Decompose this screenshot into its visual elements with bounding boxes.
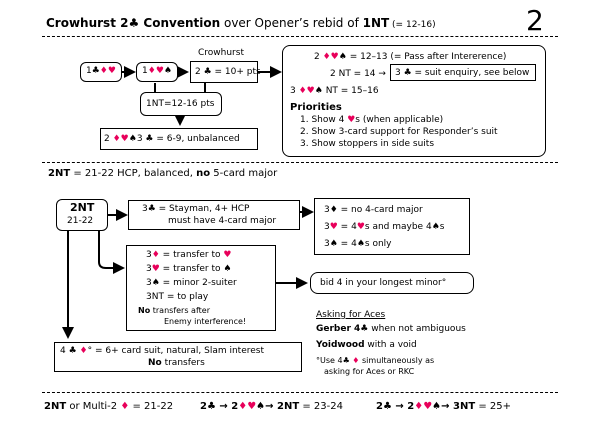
stayman-line-2: must have 4-card major bbox=[168, 216, 277, 226]
bottom-divider bbox=[42, 392, 558, 393]
crowhurst-label: Crowhurst bbox=[198, 48, 244, 58]
page-title: Crowhurst 2♣ Convention over Opener’s re… bbox=[46, 16, 436, 30]
opening-bid-label: 1♣♦♥ bbox=[86, 66, 116, 76]
mid-divider bbox=[42, 162, 558, 163]
twont-opening-title: 2NT bbox=[70, 201, 95, 214]
weak-response-text: 2 ♦♥♠3 ♣ = 6-9, unbalanced bbox=[104, 134, 240, 144]
four-level-box bbox=[54, 342, 302, 372]
answer-no-major: 3♦ = no 4-card major bbox=[324, 205, 423, 215]
nt-rebid-text: 1NT=12-16 pts bbox=[146, 99, 215, 109]
twont-opening-range: 21-22 bbox=[67, 216, 94, 226]
yoidwood-line: Yoidwood with a void bbox=[316, 340, 417, 350]
enemy-interference-note: Enemy interference! bbox=[164, 317, 247, 326]
priority-3: 3. Show stoppers in side suits bbox=[300, 139, 435, 149]
two-clubs-text: 2 ♣ = 10+ pts bbox=[195, 67, 261, 77]
no-transfers-note: No transfers after bbox=[138, 306, 210, 315]
transfer-hearts: 3♥ = transfer to ♠ bbox=[146, 264, 232, 274]
aces-heading: Asking for Aces bbox=[316, 310, 386, 320]
answer-spades: 3♠ = 4♠s only bbox=[324, 239, 392, 249]
minor-answer-box bbox=[310, 272, 474, 294]
four-level-line-1: 4 ♣ ♦° = 6+ card suit, natural, Slam int… bbox=[60, 346, 264, 356]
priority-2: 2. Show 3-card support for Responder’s s… bbox=[300, 127, 498, 137]
rebids-panel bbox=[282, 45, 546, 157]
suit-enquiry-box bbox=[390, 64, 536, 81]
stayman-box bbox=[128, 200, 300, 230]
stayman-answers-box bbox=[314, 198, 470, 255]
aces-note-line-2: asking for Aces or RKC bbox=[324, 367, 415, 376]
page-number: 2 bbox=[526, 4, 544, 37]
response-bid-box bbox=[136, 62, 178, 82]
priorities-heading: Priorities bbox=[290, 102, 342, 113]
opening-bid-box bbox=[80, 62, 122, 82]
rebid-14: 2 NT = 14 → bbox=[330, 69, 386, 79]
rebid-15-16: 3 ♦♥♠ NT = 15–16 bbox=[290, 86, 379, 96]
transfers-box bbox=[126, 245, 276, 331]
footer-23-24: 2♣ → 2♦♥♠→ 2NT = 23-24 bbox=[200, 401, 343, 412]
nt-rebid-box bbox=[140, 92, 222, 116]
suit-enquiry-text: 3 ♣ = suit enquiry, see below bbox=[395, 68, 530, 78]
response-bid-label: 1♦♥♠ bbox=[142, 66, 172, 76]
aces-note-line-1: °Use 4♣ ♦ simultaneously as bbox=[316, 356, 435, 365]
twont-heading: 2NT = 21-22 HCP, balanced, no 5-card maj… bbox=[48, 168, 278, 179]
footer-25-plus: 2♣ → 2♦♥♠→ 3NT = 25+ bbox=[376, 401, 511, 412]
minor-answer-text: bid 4 in your longest minor° bbox=[320, 278, 447, 288]
weak-response-box bbox=[100, 128, 258, 150]
rebid-12-13: 2 ♦♥♠ = 12–13 (= Pass after Intererence) bbox=[314, 52, 507, 62]
answer-hearts: 3♥ = 4♥s and maybe 4♠s bbox=[324, 222, 445, 232]
gerber-line: Gerber 4♣ when not ambiguous bbox=[316, 324, 466, 334]
footer-2nt-range: 2NT or Multi-2 ♦ = 21-22 bbox=[44, 401, 174, 412]
priority-1: 1. Show 4 ♥s (when applicable) bbox=[300, 115, 444, 125]
top-divider bbox=[42, 36, 558, 37]
minor-two-suiter: 3♠ = minor 2-suiter bbox=[146, 278, 237, 288]
club-icon: ♣ bbox=[128, 16, 140, 30]
two-clubs-box bbox=[190, 61, 258, 83]
four-level-line-2: No transfers bbox=[148, 358, 205, 368]
stayman-line-1: 3♣ = Stayman, 4+ HCP bbox=[142, 204, 250, 214]
twont-opening-box bbox=[56, 199, 108, 231]
three-nt-to-play: 3NT = to play bbox=[146, 292, 209, 302]
transfer-diamonds: 3♦ = transfer to ♥ bbox=[146, 250, 232, 260]
